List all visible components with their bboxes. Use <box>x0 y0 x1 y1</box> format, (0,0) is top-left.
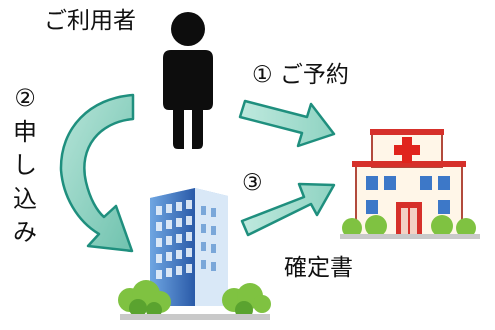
curved-arrow-icon <box>59 93 135 253</box>
arrow-to-hospital-certificate <box>240 182 336 237</box>
user-label: ご利用者 <box>44 8 136 34</box>
step3-label: ③ <box>242 170 263 196</box>
step1-reservation-label: ① ご予約 <box>252 62 349 88</box>
step2-number: ② <box>14 84 36 112</box>
hospital-icon <box>340 129 480 239</box>
person-icon <box>163 12 213 149</box>
certificate-label: 確定書 <box>284 255 353 281</box>
step2-char: 申 <box>13 117 37 146</box>
office-building-icon <box>118 188 271 320</box>
step2-application-label: ② 申 し 込 み <box>8 82 42 250</box>
step2-char: み <box>13 218 37 247</box>
step2-char: し <box>13 151 37 180</box>
arrow-to-hospital-reservation <box>238 99 336 148</box>
step2-char: 込 <box>13 184 37 213</box>
